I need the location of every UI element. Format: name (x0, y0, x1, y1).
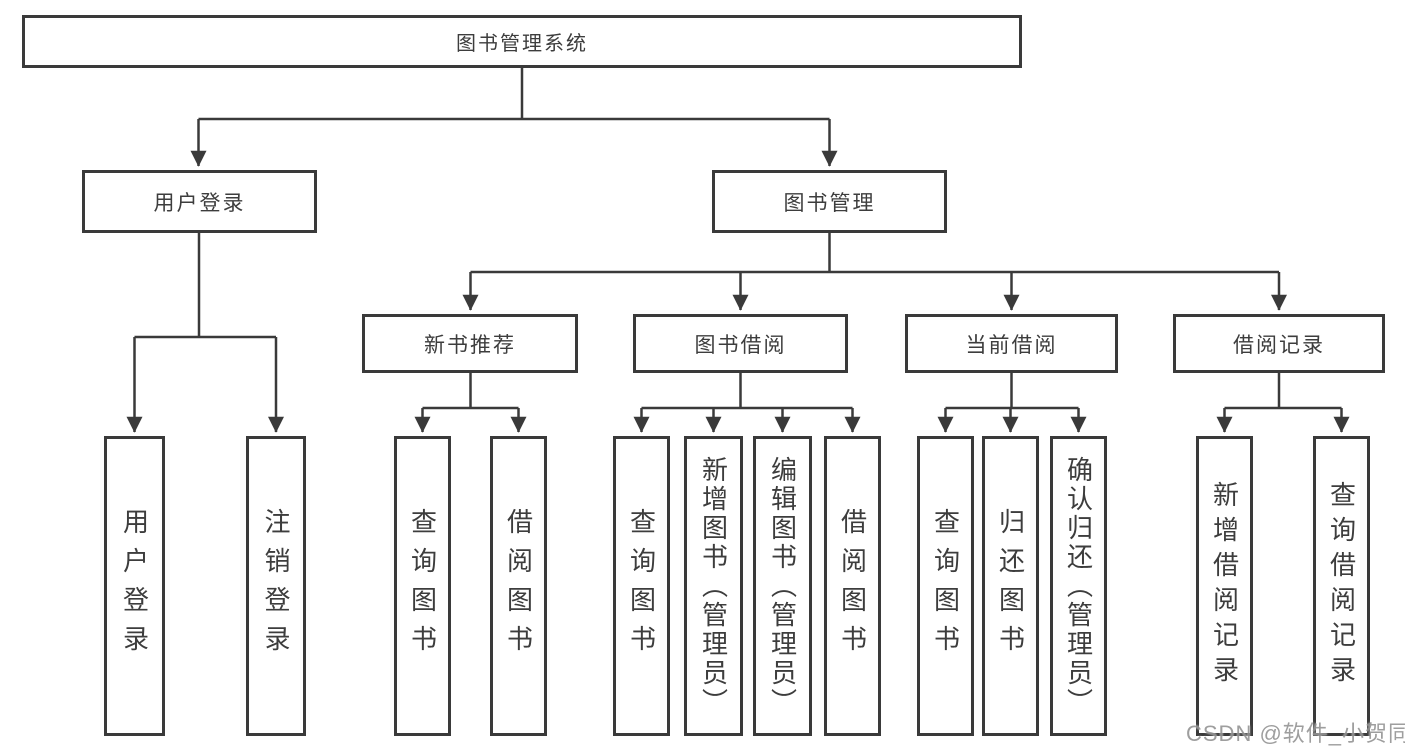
leaf-edit-book-admin: 编辑图书（管理员） (753, 436, 812, 736)
leaf-edit-book-admin-label: 编辑图书（管理员） (767, 455, 798, 717)
node-book-management-label: 图书管理 (783, 191, 876, 215)
leaf-return-book-label: 归还图书 (995, 508, 1026, 664)
node-borrow-records-label: 借阅记录 (1233, 333, 1325, 357)
node-root: 图书管理系统 (22, 15, 1022, 68)
leaf-query-books-borrow: 查询图书 (613, 436, 670, 736)
node-user-login: 用户登录 (82, 170, 317, 233)
leaf-query-borrow-record: 查询借阅记录 (1313, 436, 1370, 736)
node-current-borrow-label: 当前借阅 (965, 333, 1058, 357)
leaf-borrow-books-borrow-label: 借阅图书 (837, 508, 868, 664)
node-root-label: 图书管理系统 (456, 33, 588, 55)
node-borrow-records: 借阅记录 (1173, 314, 1385, 373)
leaf-query-books-borrow-label: 查询图书 (626, 508, 657, 664)
leaf-borrow-books-recommend-label: 借阅图书 (503, 508, 534, 664)
leaf-query-books-current-label: 查询图书 (930, 508, 961, 664)
node-new-book-recommend-label: 新书推荐 (424, 333, 516, 357)
leaf-return-book: 归还图书 (982, 436, 1039, 736)
csdn-watermark: CSDN @软件_小贺同学 (1186, 721, 1405, 746)
leaf-logout: 注销登录 (246, 436, 306, 736)
leaf-user-login: 用户登录 (104, 436, 165, 736)
node-book-borrow: 图书借阅 (633, 314, 848, 373)
leaf-query-borrow-record-label: 查询借阅记录 (1326, 481, 1357, 691)
leaf-confirm-return-admin: 确认归还（管理员） (1050, 436, 1107, 736)
node-book-management: 图书管理 (712, 170, 947, 233)
node-current-borrow: 当前借阅 (905, 314, 1118, 373)
leaf-add-borrow-record-label: 新增借阅记录 (1209, 481, 1240, 691)
leaf-user-login-label: 用户登录 (119, 508, 150, 664)
leaf-add-borrow-record: 新增借阅记录 (1196, 436, 1253, 736)
leaf-add-book-admin: 新增图书（管理员） (684, 436, 743, 736)
connector-trunk-paths (134, 68, 1342, 410)
leaf-query-books-recommend-label: 查询图书 (407, 508, 438, 664)
leaf-borrow-books-borrow: 借阅图书 (824, 436, 881, 736)
node-user-login-label: 用户登录 (153, 191, 246, 215)
leaf-logout-label: 注销登录 (261, 508, 291, 664)
leaf-query-books-recommend: 查询图书 (394, 436, 451, 736)
leaf-add-book-admin-label: 新增图书（管理员） (698, 455, 729, 717)
node-new-book-recommend: 新书推荐 (362, 314, 578, 373)
leaf-confirm-return-admin-label: 确认归还（管理员） (1063, 455, 1094, 717)
leaf-query-books-current: 查询图书 (917, 436, 974, 736)
leaf-borrow-books-recommend: 借阅图书 (490, 436, 547, 736)
node-book-borrow-label: 图书借阅 (694, 333, 787, 357)
